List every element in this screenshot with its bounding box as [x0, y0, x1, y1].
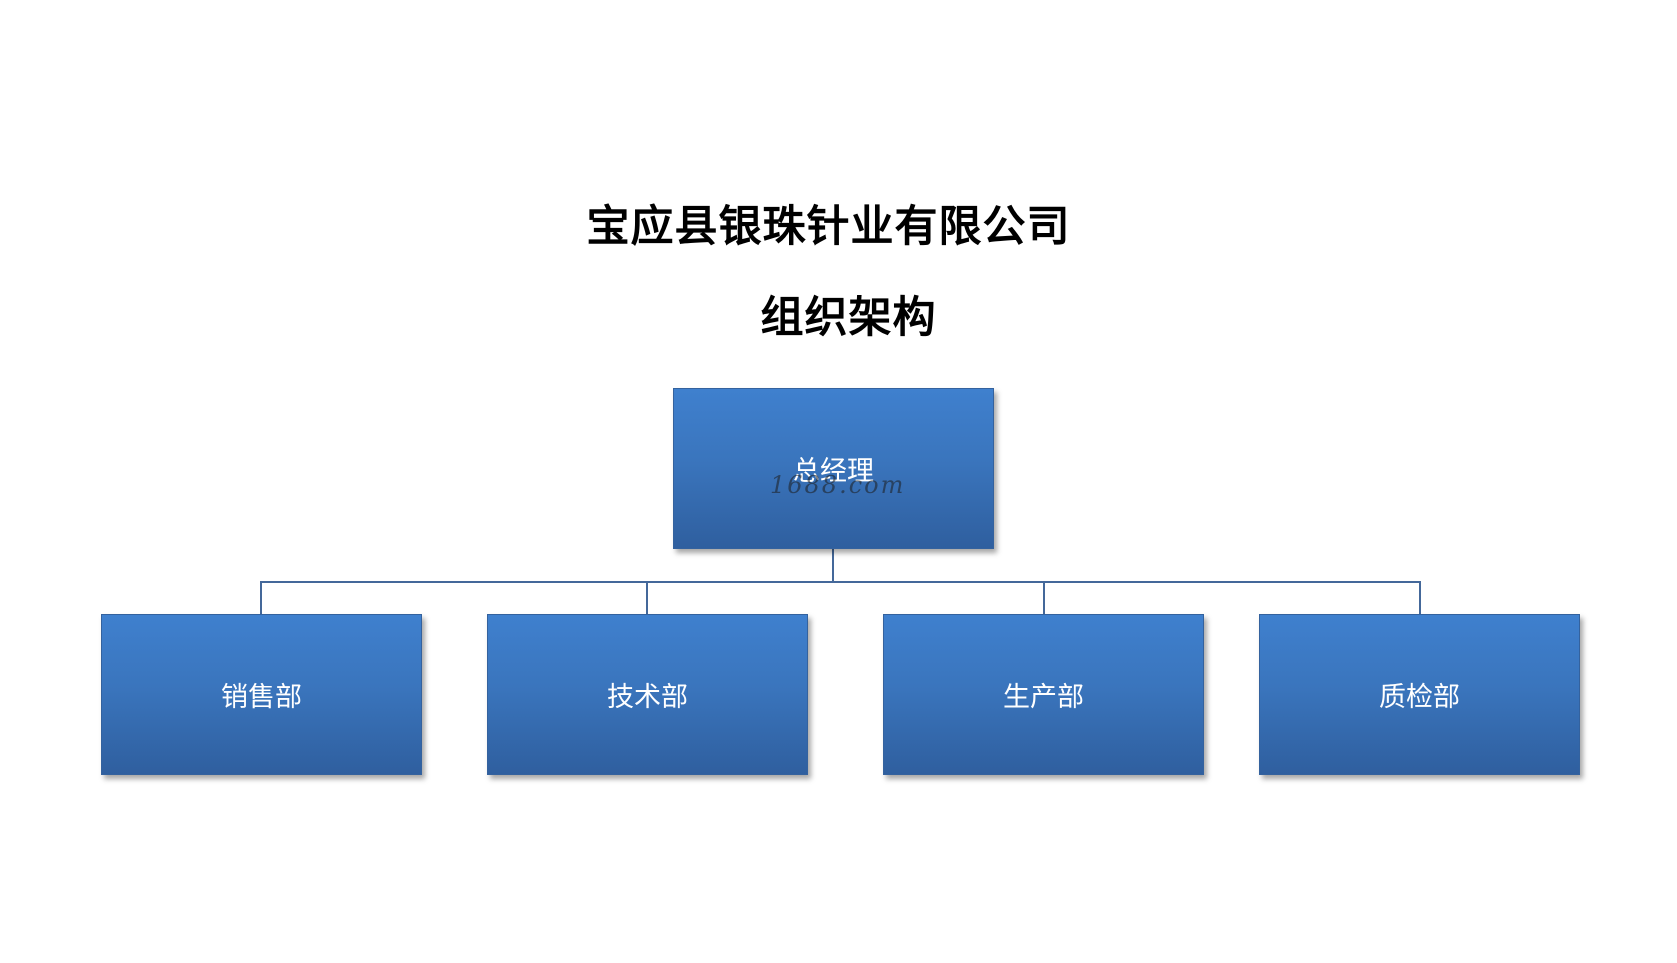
node-tech-dept: 技术部: [487, 614, 808, 775]
node-production-dept: 生产部: [883, 614, 1204, 775]
connector-trunk: [832, 548, 834, 582]
node-label: 生产部: [1003, 682, 1084, 713]
connector-production: [1043, 581, 1045, 615]
node-label: 质检部: [1379, 682, 1460, 713]
node-sales-dept: 销售部: [101, 614, 422, 775]
node-label: 技术部: [607, 682, 688, 713]
connector-bar: [260, 581, 1421, 583]
node-qc-dept: 质检部: [1259, 614, 1580, 775]
chart-title: 组织架构: [760, 293, 937, 343]
connector-sales: [260, 581, 262, 615]
connector-tech: [646, 581, 648, 615]
node-general-manager: 总经理: [673, 388, 994, 549]
company-title: 宝应县银珠针业有限公司: [586, 202, 1071, 252]
watermark: 1688.com: [770, 471, 906, 499]
node-label: 总经理: [793, 456, 874, 487]
node-label: 销售部: [221, 682, 302, 713]
connector-qc: [1419, 581, 1421, 615]
